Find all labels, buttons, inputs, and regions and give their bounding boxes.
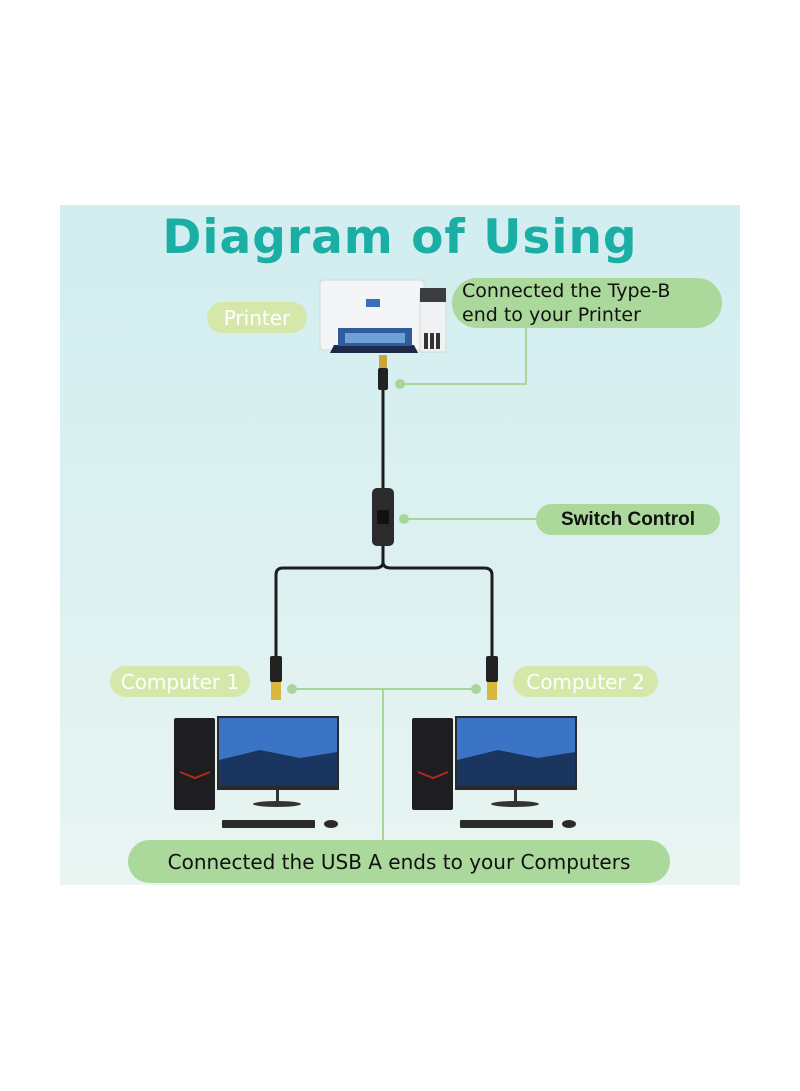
computer-2-image <box>412 716 577 828</box>
typeb-connector-line <box>400 328 527 385</box>
typeb-callout-line1: Connected the Type-B <box>462 280 671 302</box>
usb-a-dot-2 <box>471 684 481 694</box>
usb-a-plug-2 <box>486 656 498 682</box>
usb-a-dot-1 <box>287 684 297 694</box>
computer-1-label: Computer 1 <box>110 666 250 697</box>
switch-button <box>377 510 389 524</box>
printer-label: Printer <box>207 302 307 333</box>
switch-dot <box>399 514 409 524</box>
computer-2-label: Computer 2 <box>513 666 658 697</box>
usb-a-callout: Connected the USB A ends to your Compute… <box>128 840 670 883</box>
printer-image <box>319 279 447 353</box>
usb-a-plug-1 <box>270 656 282 682</box>
connector-lines <box>292 328 536 840</box>
computer-1-image <box>174 716 339 828</box>
diagram-title: Diagram of Using <box>162 210 638 265</box>
typeb-callout-line2: end to your Printer <box>462 304 641 326</box>
typeb-callout: Connected the Type-B end to your Printer <box>452 278 722 328</box>
typeb-dot <box>395 379 405 389</box>
cable <box>270 355 498 700</box>
switch-control-callout: Switch Control <box>536 504 720 535</box>
